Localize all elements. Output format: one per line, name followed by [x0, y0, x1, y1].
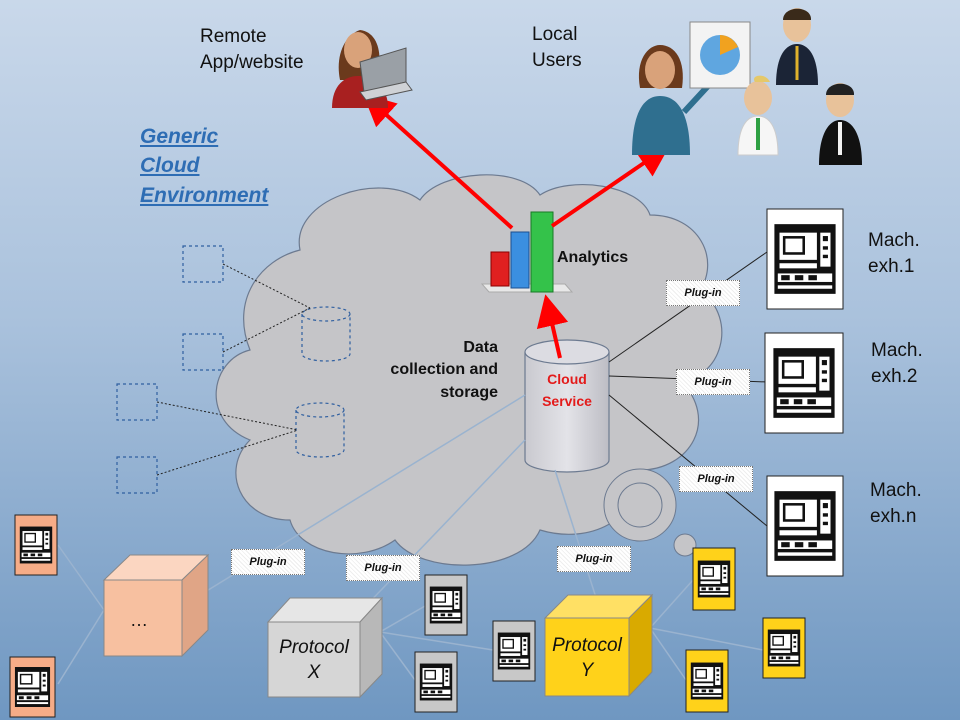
- dashed-boxes: [116, 245, 224, 494]
- protocol-y-line2: Y: [580, 659, 594, 681]
- local-users-icon: [632, 8, 862, 165]
- mach2-line1: Mach.: [871, 340, 923, 361]
- dashed-cylinders: [295, 306, 351, 458]
- protocol-y-box: [543, 593, 654, 698]
- plugin-tag-exhn: Plug-in: [679, 466, 753, 492]
- data-label-line3: storage: [440, 383, 498, 401]
- remote-label-line2: App/website: [200, 51, 304, 73]
- cloud-service-line2: Service: [542, 393, 592, 410]
- data-label-line2: collection and: [390, 361, 498, 379]
- cloud-puff-large: [603, 468, 677, 542]
- machn-line2: exh.n: [870, 505, 917, 527]
- mach1-line2: exh.1: [868, 255, 915, 277]
- protocol-y-line1: Protocol: [552, 635, 622, 656]
- dashed-box-2: [182, 333, 224, 371]
- dashed-connectors: [156, 263, 311, 476]
- mach2-line2: exh.2: [871, 365, 918, 387]
- machine-exh2: [764, 332, 844, 434]
- dashed-box-4: [116, 456, 158, 494]
- generic-cloud-label: Generic Cloud Environment: [140, 122, 268, 210]
- remote-app-label: Remote App/website: [200, 24, 304, 75]
- machine-gray-3: [414, 651, 458, 713]
- mach1-line1: Mach.: [868, 230, 920, 251]
- analytics-label: Analytics: [557, 249, 629, 266]
- plugin-tag-exh2: Plug-in: [676, 369, 750, 395]
- plugin-tag-protocol-y: Plug-in: [557, 546, 631, 572]
- dashed-box-3: [116, 383, 158, 421]
- cloud-puff-ring: [617, 482, 663, 528]
- generic-label-line2: Cloud: [140, 154, 200, 178]
- local-label-line1: Local: [532, 24, 578, 45]
- cloud-service-cylinder: [524, 339, 610, 473]
- mach-exh1-label: Mach. exh.1: [868, 228, 920, 279]
- machine-gray-1: [424, 574, 468, 636]
- mach-exhn-label: Mach. exh.n: [870, 478, 922, 529]
- plugin-tag-orange: Plug-in: [231, 549, 305, 575]
- mach-exh2-label: Mach. exh.2: [871, 338, 923, 389]
- cloud-service-line1: Cloud: [547, 371, 587, 387]
- protocol-y-label: Protocol Y: [545, 634, 629, 683]
- machine-orange-2: [9, 656, 56, 718]
- remote-user-icon: [332, 30, 413, 108]
- generic-label-line3: Environment: [140, 183, 269, 207]
- machine-gray-2: [492, 620, 536, 682]
- plugin-tag-exh1: Plug-in: [666, 280, 740, 306]
- orange-box: [102, 553, 210, 658]
- local-users-label: Local Users: [532, 22, 582, 73]
- machine-yellow-1: [692, 547, 736, 611]
- red-arrows: [363, 93, 670, 359]
- local-label-line2: Users: [532, 49, 582, 71]
- cloud-service-label: Cloud Service: [530, 368, 604, 413]
- machine-yellow-2: [762, 617, 806, 679]
- plugin-tag-protocol-x: Plug-in: [346, 555, 420, 581]
- machine-yellow-3: [685, 649, 729, 713]
- dashed-box-1: [182, 245, 224, 283]
- machine-orange-1: [14, 514, 58, 576]
- remote-label-line1: Remote: [200, 26, 267, 47]
- machine-exhn: [766, 475, 844, 577]
- cloud-puff-small: [673, 533, 697, 557]
- protocol-x-line1: Protocol: [279, 637, 349, 658]
- analytics-chart-icon: [480, 211, 574, 293]
- protocol-x-label: Protocol X: [268, 636, 360, 685]
- protocol-x-line2: X: [307, 661, 321, 683]
- machine-exh1: [766, 208, 844, 310]
- ellipsis-label: …: [130, 610, 148, 630]
- data-label-line1: Data: [463, 339, 498, 356]
- data-collection-label: Data collection and storage: [374, 337, 498, 404]
- protocol-x-box: [266, 596, 384, 699]
- generic-label-line1: Generic: [140, 125, 219, 148]
- machn-line1: Mach.: [870, 480, 922, 501]
